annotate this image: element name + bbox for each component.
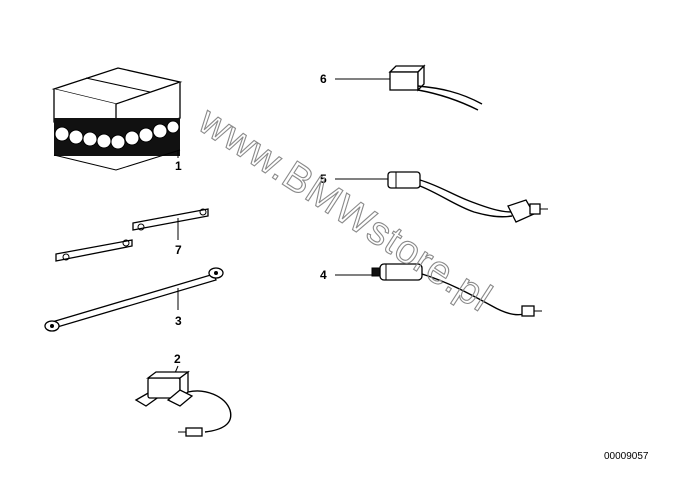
- part-5-suppressor-plug-cap: [335, 171, 548, 223]
- part-1-grommet-box: [51, 67, 183, 171]
- part-4-suppressor-lead: [335, 263, 542, 317]
- callout-part-4: 4: [320, 268, 327, 282]
- part-7-ground-straps: [55, 208, 209, 262]
- watermark-text: www.BMWstore.pl: [190, 98, 500, 320]
- callout-part-7: 7: [175, 243, 182, 257]
- part-6-suppressor-block: [335, 64, 483, 111]
- callout-part-6: 6: [320, 72, 327, 86]
- callout-part-5: 5: [320, 172, 327, 186]
- callout-part-2: 2: [174, 352, 181, 366]
- callout-part-1: 1: [175, 159, 182, 173]
- document-number: 00009057: [604, 451, 649, 462]
- part-2-suppressor: [134, 365, 232, 437]
- callout-part-3: 3: [175, 314, 182, 328]
- part-3-ground-strap: [44, 267, 224, 332]
